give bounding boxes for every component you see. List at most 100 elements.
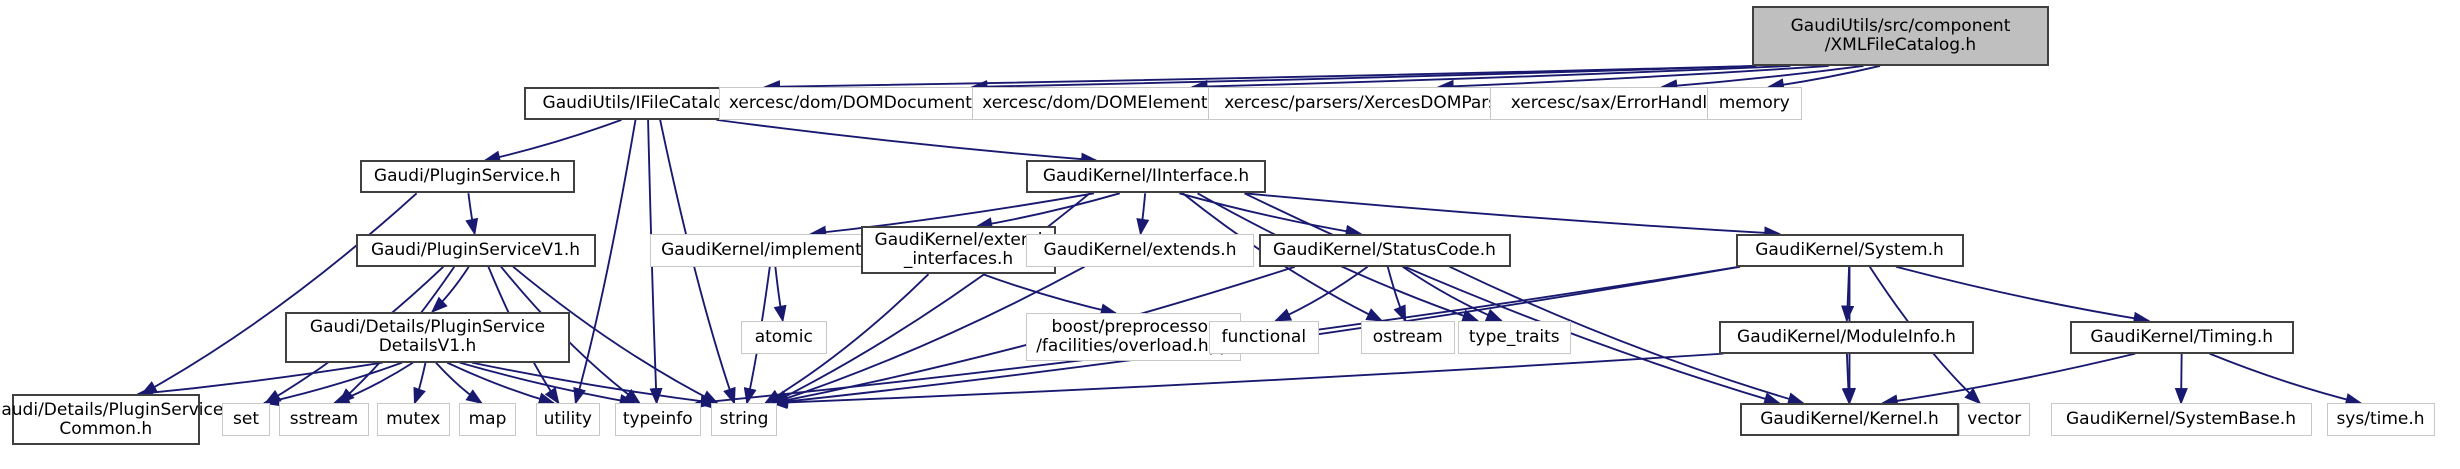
graph-node-label: GaudiKernel/extends.h [1043, 239, 1237, 260]
graph-node-label: GaudiUtils/src/component /XMLFileCatalog… [1790, 15, 2011, 55]
graph-edge [773, 266, 787, 323]
graph-edge [982, 273, 1118, 317]
graph-node-moduleinfo[interactable]: GaudiKernel/ModuleInfo.h [1719, 320, 1974, 354]
graph-node-set[interactable]: set [222, 403, 270, 437]
graph-edge [1449, 265, 1805, 406]
graph-node-iinterface[interactable]: GaudiKernel/IInterface.h [1026, 160, 1266, 194]
graph-node-typeinfo[interactable]: typeinfo [615, 403, 701, 437]
graph-edge [2209, 352, 2363, 406]
graph-edge [446, 361, 556, 406]
graph-node-pluginservice[interactable]: Gaudi/PluginService.h [360, 160, 575, 194]
graph-edge [1136, 193, 1150, 236]
graph-edge [716, 118, 1098, 166]
graph-edge [465, 193, 479, 236]
graph-node-map[interactable]: map [459, 403, 516, 437]
graph-node-extends[interactable]: GaudiKernel/extends.h [1026, 233, 1254, 267]
graph-node-boostpp[interactable]: boost/preprocessor /facilities/overload.… [1026, 313, 1241, 362]
graph-node-label: GaudiKernel/SystemBase.h [2066, 409, 2296, 430]
graph-node-domdocument[interactable]: xercesc/dom/DOMDocument.hpp [718, 86, 1020, 120]
graph-node-implements[interactable]: GaudiKernel/implements.h [649, 233, 899, 267]
graph-node-label: map [468, 409, 507, 430]
graph-node-string[interactable]: string [711, 403, 777, 437]
graph-edge [1190, 64, 1791, 94]
graph-node-label: GaudiUtils/IFileCatalog.h [542, 92, 751, 113]
graph-edge [413, 362, 427, 405]
graph-edge [1841, 353, 1855, 405]
graph-node-label: GaudiKernel/IInterface.h [1042, 166, 1250, 187]
graph-edge [770, 352, 1724, 410]
graph-node-label: Gaudi/PluginService.h [373, 166, 561, 187]
graph-node-label: xercesc/sax/ErrorHandler.hpp [1510, 92, 1761, 113]
graph-node-label: GaudiKernel/System.h [1755, 239, 1944, 260]
graph-edge [262, 361, 403, 407]
graph-node-mutex[interactable]: mutex [376, 403, 450, 437]
graph-node-typetraits[interactable]: type_traits [1458, 320, 1571, 354]
graph-node-label: string [719, 409, 769, 430]
graph-node-label: sys/time.h [2336, 409, 2425, 430]
graph-node-label: xercesc/dom/DOMDocument.hpp [728, 92, 1010, 113]
graph-edge [435, 361, 484, 405]
graph-node-statuscode[interactable]: GaudiKernel/StatusCode.h [1258, 233, 1511, 267]
graph-node-label: memory [1718, 92, 1790, 113]
graph-node-details1[interactable]: Gaudi/Details/PluginService DetailsV1.h [285, 311, 570, 363]
graph-node-pluginsvcv1[interactable]: Gaudi/PluginServiceV1.h [355, 233, 596, 267]
graph-node-detailscommon[interactable]: Gaudi/Details/PluginService Common.h [0, 394, 223, 446]
graph-node-ostream[interactable]: ostream [1360, 320, 1455, 354]
graph-edge [1274, 265, 1369, 322]
graph-edge [136, 361, 383, 400]
graph-edge [430, 266, 470, 313]
graph-edge [1386, 266, 1407, 323]
graph-edge [763, 273, 930, 405]
graph-edge [1880, 352, 2136, 408]
graph-node-label: Gaudi/Details/PluginService Common.h [0, 399, 224, 439]
graph-node-label: GaudiKernel/ModuleInfo.h [1737, 326, 1956, 347]
graph-edge [647, 119, 663, 405]
graph-node-vector[interactable]: vector [1959, 403, 2030, 437]
graph-node-utility[interactable]: utility [535, 403, 600, 437]
graph-edge [1244, 192, 1782, 240]
graph-node-label: GaudiKernel/StatusCode.h [1273, 239, 1496, 260]
graph-edge [332, 361, 414, 404]
graph-node-systime[interactable]: sys/time.h [2326, 403, 2435, 437]
graph-edge [1402, 265, 1504, 322]
graph-edge [770, 265, 1086, 405]
graph-edge [573, 119, 637, 405]
graph-node-extendif[interactable]: GaudiKernel/extend _interfaces.h [861, 226, 1056, 275]
graph-node-label: utility [543, 409, 592, 430]
graph-node-label: atomic [754, 326, 813, 347]
graph-node-label: ostream [1372, 326, 1443, 347]
graph-edge [975, 192, 1121, 231]
graph-edge [512, 265, 719, 404]
graph-node-label: GaudiKernel/Kernel.h [1760, 409, 1939, 430]
graph-node-atomic[interactable]: atomic [741, 320, 827, 354]
graph-edge [1436, 64, 1829, 93]
graph-node-label: type_traits [1468, 326, 1560, 347]
graph-node-kernel[interactable]: GaudiKernel/Kernel.h [1740, 403, 1959, 437]
graph-node-label: set [233, 409, 259, 430]
graph-edge [809, 192, 1095, 239]
graph-edge [1244, 192, 1781, 406]
graph-node-systembase[interactable]: GaudiKernel/SystemBase.h [2050, 403, 2312, 437]
graph-node-system[interactable]: GaudiKernel/System.h [1735, 233, 1964, 267]
graph-node-label: xercesc/dom/DOMElement.hpp [982, 92, 1246, 113]
graph-node-timing[interactable]: GaudiKernel/Timing.h [2070, 320, 2294, 354]
graph-node-label: vector [1967, 409, 2022, 430]
graph-edge [140, 192, 418, 395]
graph-node-label: GaudiKernel/extend _interfaces.h [874, 230, 1043, 270]
graph-node-label: typeinfo [622, 409, 693, 430]
graph-node-sstream[interactable]: sstream [279, 403, 369, 437]
graph-edge [763, 64, 1757, 94]
graph-node-memory[interactable]: memory [1707, 86, 1802, 120]
graph-node-label: mutex [386, 409, 441, 430]
graph-edge [1660, 65, 1864, 93]
graph-edge [1179, 192, 1363, 238]
graph-edge [459, 361, 637, 407]
graph-node-label: sstream [289, 409, 359, 430]
graph-edge [1767, 65, 1881, 92]
graph-node-functional[interactable]: functional [1209, 320, 1319, 354]
graph-node-label: functional [1221, 326, 1307, 347]
graph-edge [659, 119, 736, 405]
graph-node-label: GaudiKernel/Timing.h [2090, 326, 2274, 347]
graph-node-root[interactable]: GaudiUtils/src/component /XMLFileCatalog… [1752, 5, 2049, 66]
